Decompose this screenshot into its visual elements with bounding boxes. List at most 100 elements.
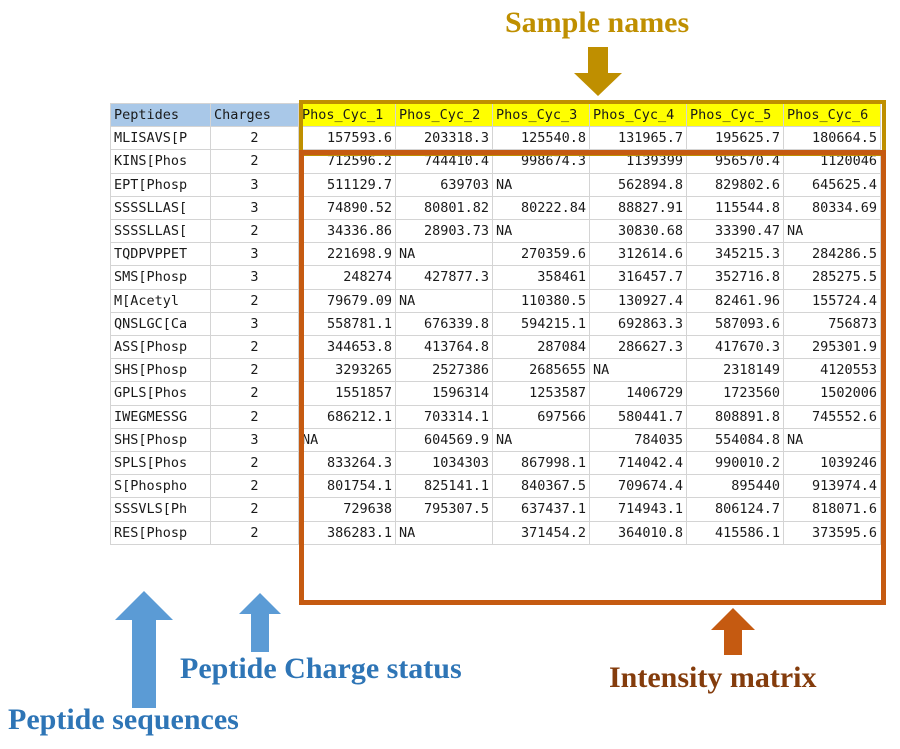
- intensity-cell[interactable]: 130927.4: [589, 288, 687, 313]
- peptide-sequence-cell[interactable]: M[Acetyl: [110, 288, 211, 313]
- intensity-cell[interactable]: 639703: [395, 172, 493, 197]
- charge-cell[interactable]: 2: [210, 474, 299, 499]
- intensity-cell[interactable]: 558781.1: [298, 311, 396, 337]
- intensity-cell[interactable]: 840367.5: [492, 474, 590, 499]
- charge-cell[interactable]: 2: [210, 149, 299, 174]
- intensity-cell[interactable]: 562894.8: [589, 172, 687, 197]
- intensity-cell[interactable]: 33390.47: [686, 219, 784, 244]
- intensity-cell[interactable]: 692863.3: [589, 311, 687, 337]
- intensity-cell[interactable]: 703314.1: [395, 404, 493, 429]
- intensity-cell[interactable]: 554084.8: [686, 427, 784, 453]
- intensity-cell[interactable]: 1253587: [492, 381, 590, 406]
- peptide-intensity-table[interactable]: Peptides Charges Phos_Cyc_1 Phos_Cyc_2 P…: [110, 102, 881, 545]
- intensity-cell[interactable]: 427877.3: [395, 265, 493, 290]
- intensity-cell[interactable]: 676339.8: [395, 311, 493, 337]
- column-header-sample-2[interactable]: Phos_Cyc_2: [395, 102, 493, 128]
- intensity-cell[interactable]: 413764.8: [395, 335, 493, 360]
- intensity-cell[interactable]: 80222.84: [492, 195, 590, 221]
- intensity-cell[interactable]: 1039246: [783, 451, 881, 476]
- intensity-cell[interactable]: 511129.7: [298, 172, 396, 197]
- peptide-sequence-cell[interactable]: SMS[Phosp: [110, 265, 211, 290]
- intensity-cell[interactable]: 115544.8: [686, 195, 784, 221]
- peptide-sequence-cell[interactable]: MLISAVS[P: [110, 126, 211, 151]
- peptide-sequence-cell[interactable]: SHS[Phosp: [110, 427, 211, 453]
- intensity-cell[interactable]: NA: [395, 520, 493, 545]
- intensity-cell[interactable]: 714943.1: [589, 497, 687, 522]
- peptide-sequence-cell[interactable]: SSSSLLAS[: [110, 195, 211, 221]
- intensity-cell[interactable]: 818071.6: [783, 497, 881, 522]
- peptide-sequence-cell[interactable]: KINS[Phos: [110, 149, 211, 174]
- intensity-cell[interactable]: 79679.09: [298, 288, 396, 313]
- intensity-cell[interactable]: 825141.1: [395, 474, 493, 499]
- intensity-cell[interactable]: 709674.4: [589, 474, 687, 499]
- intensity-cell[interactable]: 1596314: [395, 381, 493, 406]
- intensity-cell[interactable]: 286627.3: [589, 335, 687, 360]
- intensity-cell[interactable]: 125540.8: [492, 126, 590, 151]
- column-header-charges[interactable]: Charges: [210, 102, 299, 128]
- peptide-sequence-cell[interactable]: TQDPVPPET: [110, 242, 211, 267]
- intensity-cell[interactable]: 373595.6: [783, 520, 881, 545]
- peptide-sequence-cell[interactable]: S[Phospho: [110, 474, 211, 499]
- intensity-cell[interactable]: 4120553: [783, 358, 881, 383]
- intensity-cell[interactable]: NA: [492, 172, 590, 197]
- intensity-cell[interactable]: NA: [589, 358, 687, 383]
- intensity-cell[interactable]: 2527386: [395, 358, 493, 383]
- peptide-sequence-cell[interactable]: QNSLGC[Ca: [110, 311, 211, 337]
- intensity-cell[interactable]: 806124.7: [686, 497, 784, 522]
- intensity-cell[interactable]: 270359.6: [492, 242, 590, 267]
- intensity-cell[interactable]: 829802.6: [686, 172, 784, 197]
- intensity-cell[interactable]: 714042.4: [589, 451, 687, 476]
- intensity-cell[interactable]: 895440: [686, 474, 784, 499]
- charge-cell[interactable]: 3: [210, 427, 299, 453]
- intensity-cell[interactable]: 1139399: [589, 149, 687, 174]
- intensity-cell[interactable]: 415586.1: [686, 520, 784, 545]
- column-header-sample-5[interactable]: Phos_Cyc_5: [686, 102, 784, 128]
- intensity-cell[interactable]: 784035: [589, 427, 687, 453]
- intensity-cell[interactable]: 2318149: [686, 358, 784, 383]
- intensity-cell[interactable]: 913974.4: [783, 474, 881, 499]
- intensity-cell[interactable]: 155724.4: [783, 288, 881, 313]
- intensity-cell[interactable]: 712596.2: [298, 149, 396, 174]
- intensity-cell[interactable]: 808891.8: [686, 404, 784, 429]
- charge-cell[interactable]: 2: [210, 126, 299, 151]
- intensity-cell[interactable]: 131965.7: [589, 126, 687, 151]
- intensity-cell[interactable]: 358461: [492, 265, 590, 290]
- intensity-cell[interactable]: 110380.5: [492, 288, 590, 313]
- charge-cell[interactable]: 3: [210, 242, 299, 267]
- charge-cell[interactable]: 2: [210, 404, 299, 429]
- charge-cell[interactable]: 2: [210, 451, 299, 476]
- intensity-cell[interactable]: 604569.9: [395, 427, 493, 453]
- intensity-cell[interactable]: 1034303: [395, 451, 493, 476]
- intensity-cell[interactable]: 1120046: [783, 149, 881, 174]
- intensity-cell[interactable]: NA: [298, 427, 396, 453]
- column-header-sample-3[interactable]: Phos_Cyc_3: [492, 102, 590, 128]
- peptide-sequence-cell[interactable]: SSSVLS[Ph: [110, 497, 211, 522]
- intensity-cell[interactable]: NA: [492, 427, 590, 453]
- intensity-cell[interactable]: 345215.3: [686, 242, 784, 267]
- intensity-cell[interactable]: NA: [783, 427, 881, 453]
- intensity-cell[interactable]: 316457.7: [589, 265, 687, 290]
- intensity-cell[interactable]: 637437.1: [492, 497, 590, 522]
- intensity-cell[interactable]: 248274: [298, 265, 396, 290]
- intensity-cell[interactable]: 833264.3: [298, 451, 396, 476]
- intensity-cell[interactable]: 287084: [492, 335, 590, 360]
- intensity-cell[interactable]: 744410.4: [395, 149, 493, 174]
- column-header-sample-1[interactable]: Phos_Cyc_1: [298, 102, 396, 128]
- peptide-sequence-cell[interactable]: RES[Phosp: [110, 520, 211, 545]
- intensity-cell[interactable]: 284286.5: [783, 242, 881, 267]
- intensity-cell[interactable]: 34336.86: [298, 219, 396, 244]
- peptide-sequence-cell[interactable]: EPT[Phosp: [110, 172, 211, 197]
- intensity-cell[interactable]: 756873: [783, 311, 881, 337]
